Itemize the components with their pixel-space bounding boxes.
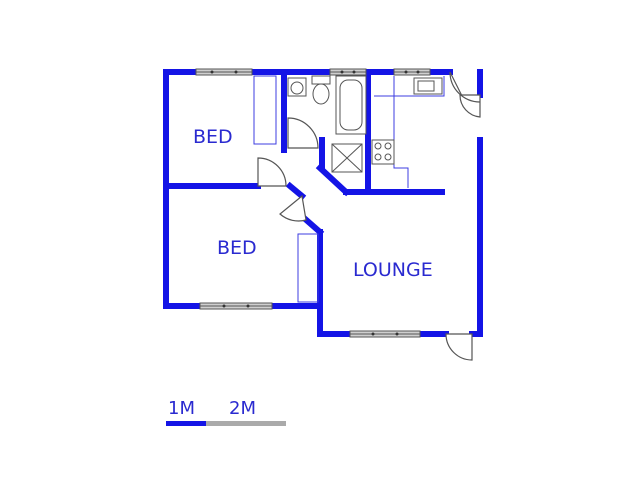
scale-bar [166, 421, 286, 426]
door-top-bed [257, 157, 287, 187]
room-label-bed-top: BED [193, 126, 233, 148]
door-bottom-bed [279, 194, 307, 222]
basin [287, 77, 307, 97]
stove [371, 139, 395, 165]
door-entrance-bottom [445, 333, 473, 361]
windows [195, 68, 431, 338]
kitchen-counter [374, 76, 445, 188]
room-label-bed-bottom: BED [217, 237, 257, 259]
kitchen-sink [413, 77, 443, 95]
scale-label-1m: 1M [168, 398, 195, 419]
wardrobe-top-bed [253, 75, 277, 145]
door-entrance-top [459, 94, 481, 118]
wardrobe-bottom-bed [297, 233, 319, 303]
scale-label-2m: 2M [229, 398, 256, 419]
doors [257, 94, 481, 361]
wardrobes [253, 75, 319, 303]
walls [163, 69, 483, 337]
door-bathroom [287, 117, 319, 149]
shower [331, 143, 363, 173]
bathtub [335, 75, 367, 135]
room-label-lounge: LOUNGE [353, 259, 433, 281]
toilet [311, 75, 331, 105]
